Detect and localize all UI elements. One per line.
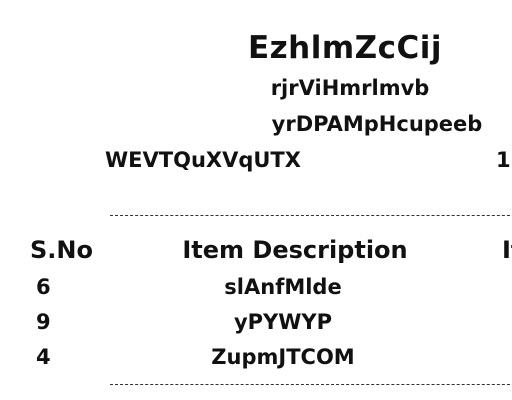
table-row-sno: 9	[36, 310, 51, 334]
header-item-cut: It	[502, 236, 512, 264]
receipt-info-left: WEVTQuXVqUTX	[105, 148, 301, 172]
header-sno: S.No	[30, 236, 93, 264]
table-row-description: ZupmJTCOM	[211, 345, 355, 369]
divider-bottom	[110, 384, 512, 385]
divider-top	[110, 215, 512, 216]
table-row-sno: 4	[36, 345, 51, 369]
receipt-title: EzhlmZcCij	[247, 30, 443, 66]
table-row-sno: 6	[36, 275, 51, 299]
receipt-subtitle-1: rjrViHmrlmvb	[270, 76, 430, 100]
table-row-description: slAnfMlde	[224, 275, 342, 299]
receipt-info-right: 1	[496, 148, 511, 172]
table-row-description: yPYWYP	[233, 310, 333, 334]
header-item-description: Item Description	[182, 236, 408, 264]
receipt-subtitle-2: yrDPAMpHcupeeb	[271, 112, 483, 136]
